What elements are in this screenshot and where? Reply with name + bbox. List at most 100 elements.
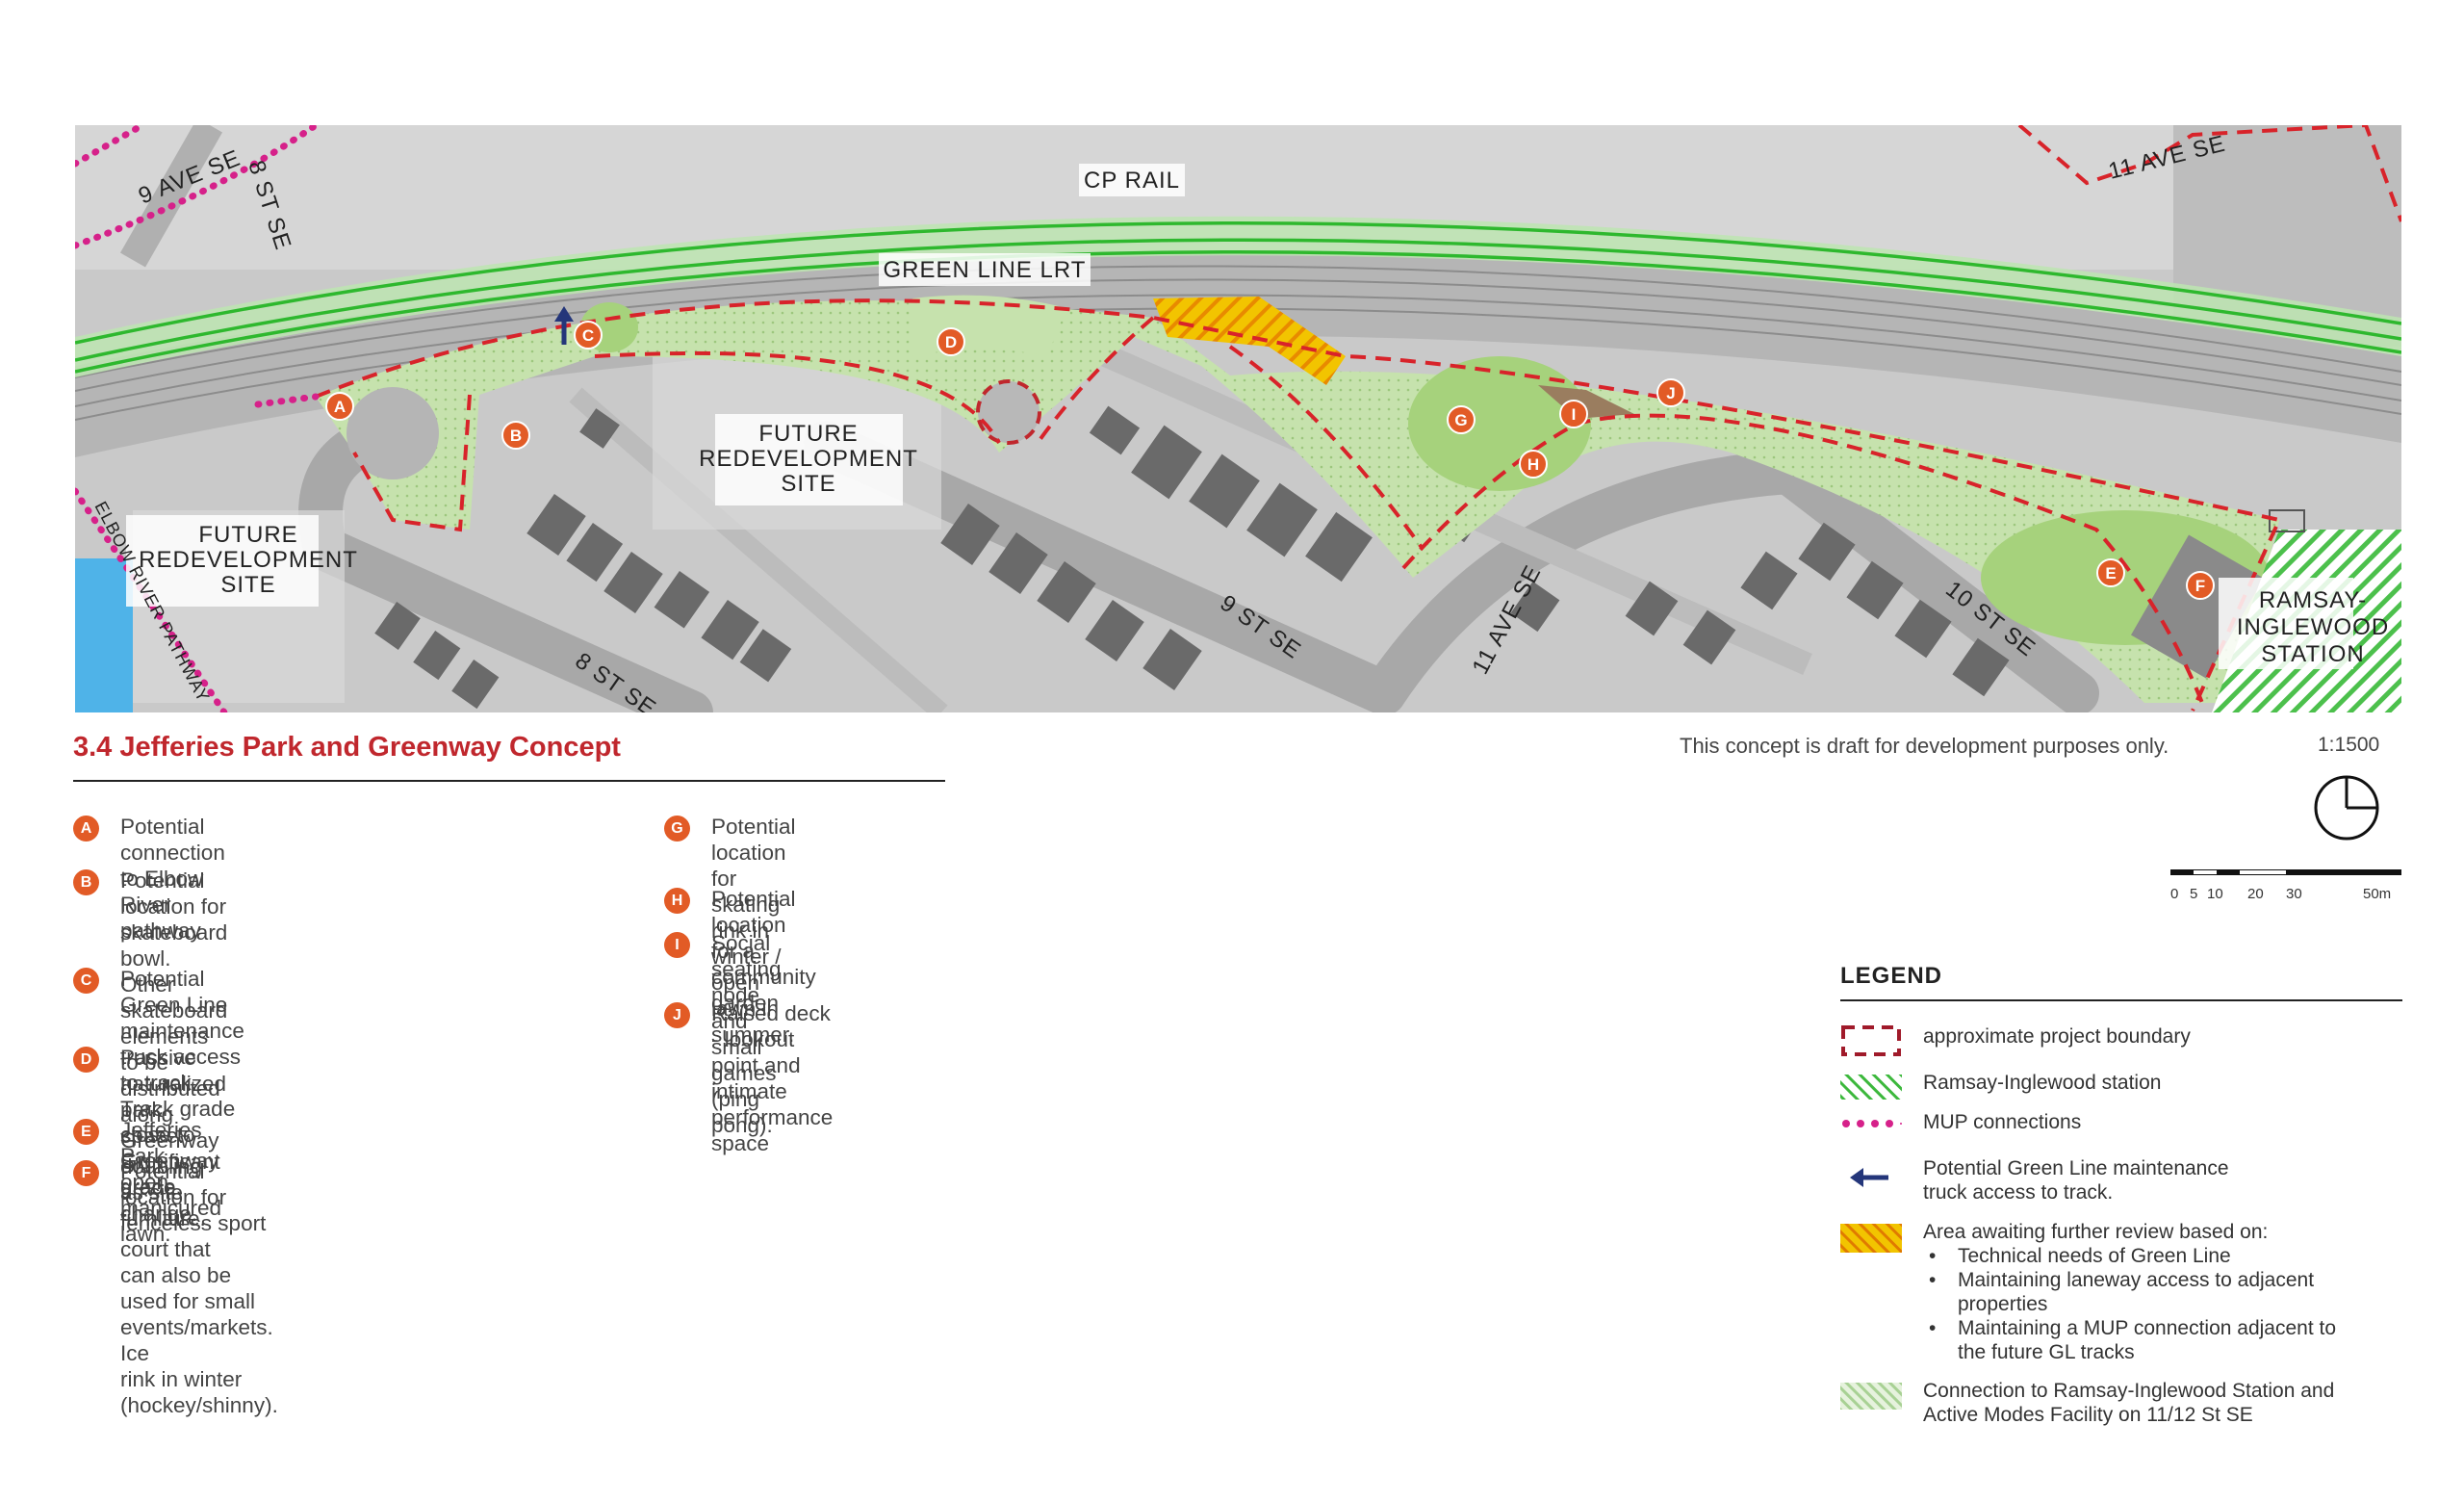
legend-text-mup: MUP connections	[1923, 1111, 2082, 1133]
key-item-c: C Potential Green Line maintenance truck…	[73, 966, 244, 1200]
marker-badge-i: I	[664, 932, 690, 958]
scale-tick-5: 5	[2190, 886, 2197, 902]
key-text-b: Potential location for skateboard bowl. …	[120, 868, 228, 1230]
label-future-mid-3: SITE	[781, 471, 835, 497]
sport-court	[2131, 534, 2264, 679]
disclaimer-text: This concept is draft for development pu…	[1680, 734, 2169, 758]
key-item-i: I Social seating node and small games (p…	[664, 930, 782, 1138]
review-bullets: Technical needs of Green Line Maintainin…	[1923, 1244, 2336, 1364]
review-bullet-3: Maintaining a MUP connection adjacent to…	[1923, 1316, 2336, 1364]
page-title: 3.4 Jefferies Park and Greenway Concept	[73, 732, 621, 763]
label-future-left-2: REDEVELOPMENT	[139, 547, 358, 573]
key-item-b: B Potential location for skateboard bowl…	[73, 868, 227, 1231]
legend-item-connection: Connection to Ramsay-Inglewood Station a…	[1840, 1379, 2334, 1427]
key-text-g: Potential location for skating rink in w…	[711, 815, 796, 1047]
review-area	[1153, 297, 1346, 385]
truck-access-arrow-icon	[554, 306, 574, 345]
svg-text:B: B	[510, 427, 522, 445]
marker-badge-f: F	[73, 1160, 99, 1186]
connection-hatch-swatch-icon	[1840, 1383, 1902, 1410]
elbow-river	[75, 558, 133, 712]
svg-text:D: D	[945, 333, 957, 351]
scale-bar: 0 5 10 20 30 50m	[2170, 869, 2401, 902]
legend-item-boundary: approximate project boundary	[1840, 1024, 2191, 1057]
legend-item-truck: Potential Green Line maintenance truck a…	[1840, 1156, 2229, 1204]
label-future-left-3: SITE	[220, 572, 275, 598]
mup-dots-swatch-icon	[1842, 1120, 1902, 1127]
scale-tick-20: 20	[2247, 886, 2264, 902]
label-station-1: RAMSAY-	[2259, 587, 2367, 613]
key-item-g: G Potential location for skating rink in…	[664, 814, 796, 1048]
key-text-h: Potential location for a community garde…	[711, 887, 816, 1015]
raised-deck	[1538, 385, 1634, 419]
svg-text:I: I	[1572, 405, 1577, 424]
legend-text-review: Area awaiting further review based on:	[1923, 1221, 2269, 1243]
svg-text:F: F	[2195, 577, 2205, 595]
key-item-j: J Raised deck - lookout point and intima…	[664, 1000, 833, 1156]
marker-badge-c: C	[73, 968, 99, 994]
marker-badge-b: B	[73, 869, 99, 895]
legend-text-truck: Potential Green Line maintenance truck a…	[1923, 1157, 2229, 1204]
marker-badge-g: G	[664, 816, 690, 842]
scale-ratio: 1:1500	[2318, 734, 2380, 756]
label-green-line-lrt: GREEN LINE LRT	[884, 257, 1087, 283]
key-text-j: Raised deck - lookout point and intimate…	[711, 1001, 834, 1155]
station-hatch-swatch-icon	[1840, 1075, 1902, 1100]
scale-tick-10: 10	[2207, 886, 2223, 902]
label-future-mid-2: REDEVELOPMENT	[699, 446, 918, 472]
key-text-c: Potential Green Line maintenance truck a…	[120, 967, 244, 1199]
scale-tick-50: 50m	[2363, 886, 2391, 902]
marker-c: C	[574, 321, 603, 350]
key-text-a: Potential connection to Elbow River path…	[120, 815, 225, 943]
mup-connections	[75, 125, 320, 712]
review-bullet-1: Technical needs of Green Line	[1923, 1244, 2336, 1268]
svg-text:J: J	[1666, 384, 1675, 402]
legend-item-mup: MUP connections	[1840, 1110, 2081, 1143]
key-text-i: Social seating node and small games (pin…	[711, 931, 782, 1137]
label-future-mid-1: FUTURE	[758, 421, 858, 447]
marker-b: B	[501, 421, 530, 450]
site-plan-map: CP RAIL GREEN LINE LRT 9 AVE SE 8 ST SE …	[75, 125, 2401, 712]
svg-text:C: C	[582, 326, 594, 345]
green-line-lrt-band	[75, 216, 2401, 377]
marker-badge-h: H	[664, 888, 690, 914]
marker-badge-e: E	[73, 1119, 99, 1145]
marker-badge-j: J	[664, 1002, 690, 1028]
greenway-park-area	[316, 300, 2279, 703]
svg-text:G: G	[1454, 411, 1467, 429]
key-text-f: Potential location for fenceless sport c…	[120, 1159, 278, 1417]
key-text-e: Jefferies Park - open manicured lawn.	[120, 1118, 222, 1246]
label-future-left-1: FUTURE	[198, 522, 297, 548]
label-station-3: STATION	[2261, 641, 2364, 667]
legend-text-boundary: approximate project boundary	[1923, 1025, 2191, 1048]
marker-e: E	[2096, 558, 2125, 587]
boundary-swatch-icon	[1841, 1025, 1901, 1056]
legend-text-connection: Connection to Ramsay-Inglewood Station a…	[1923, 1380, 2335, 1426]
marker-j: J	[1656, 378, 1685, 407]
marker-badge-d: D	[73, 1047, 99, 1073]
project-boundary	[315, 298, 2282, 712]
label-station-2: INGLEWOOD	[2237, 614, 2389, 640]
review-bullet-2: Maintaining laneway access to adjacent p…	[1923, 1268, 2336, 1316]
marker-badge-a: A	[73, 816, 99, 842]
review-hatch-swatch-icon	[1840, 1224, 1902, 1253]
marker-d: D	[937, 327, 965, 356]
scale-tick-30: 30	[2286, 886, 2302, 902]
svg-text:A: A	[334, 398, 346, 416]
key-text-d: Passive naturalized park space. Signific…	[120, 1046, 227, 1226]
marker-a: A	[325, 392, 354, 421]
legend-title: LEGEND	[1840, 963, 1943, 989]
legend-item-review: Area awaiting further review based on: T…	[1840, 1220, 2336, 1364]
key-item-d: D Passive naturalized park space. Signif…	[73, 1045, 226, 1227]
key-item-f: F Potential location for fenceless sport…	[73, 1158, 278, 1418]
north-arrow-icon	[2314, 775, 2379, 841]
marker-f: F	[2186, 571, 2215, 600]
marker-i: I	[1559, 400, 1588, 428]
key-item-e: E Jefferies Park - open manicured lawn.	[73, 1117, 221, 1247]
title-divider	[73, 780, 945, 782]
svg-text:H: H	[1527, 455, 1539, 474]
scale-tick-0: 0	[2170, 886, 2178, 902]
key-item-a: A Potential connection to Elbow River pa…	[73, 814, 225, 944]
marker-g: G	[1447, 405, 1476, 434]
legend-divider	[1840, 999, 2402, 1001]
